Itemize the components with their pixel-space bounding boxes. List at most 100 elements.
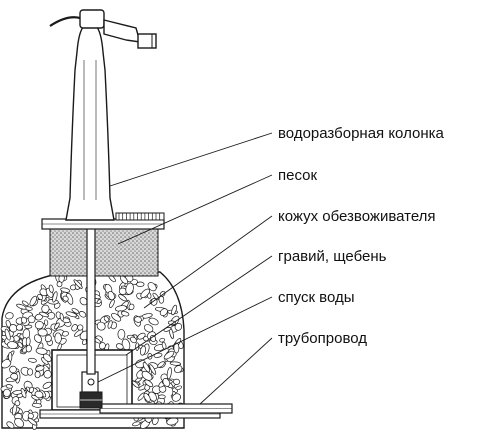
gravel-stone <box>166 367 172 380</box>
gravel-stone <box>143 324 154 333</box>
leader-line-casing <box>143 215 273 309</box>
gravel-stone <box>158 394 166 400</box>
gravel-stone <box>27 417 38 426</box>
gravel-stone <box>111 313 122 322</box>
gravel-stone <box>173 378 181 385</box>
gravel-stone <box>34 313 43 321</box>
gravel-stone <box>14 400 21 407</box>
gravel-mound <box>0 271 185 431</box>
gravel-stone <box>73 279 83 289</box>
label-casing: кожух обезвоживателя <box>278 208 436 225</box>
gravel-stone <box>56 281 63 288</box>
gravel-stones <box>0 273 185 431</box>
leader-line-sand <box>117 174 273 245</box>
gravel-stone <box>39 311 49 318</box>
gravel-stone <box>20 388 27 399</box>
drain-valve <box>79 371 103 409</box>
gravel-stone <box>20 316 28 324</box>
gravel-stone <box>147 282 157 292</box>
gravel-stone <box>136 281 145 287</box>
gravel-stone <box>103 316 110 322</box>
gravel-stone <box>142 362 151 373</box>
gravel-stone <box>173 342 180 354</box>
gravel-stone <box>27 357 37 363</box>
gravel-stone <box>27 315 36 324</box>
gravel-stone <box>6 341 19 349</box>
gravel-stone <box>115 343 124 350</box>
gravel-stone <box>140 288 151 298</box>
gravel-stone <box>74 329 84 337</box>
hydrant-column <box>49 9 157 221</box>
gravel-stone <box>16 303 27 310</box>
gravel-stone <box>128 303 135 311</box>
gravel-stone <box>14 418 25 428</box>
gravel-stone <box>5 384 13 389</box>
label-sand: песок <box>278 167 317 184</box>
leader-line-gravel <box>125 255 273 356</box>
leader-line-pipeline <box>199 337 273 405</box>
gravel-stone <box>34 390 44 399</box>
gravel-stone <box>62 295 69 302</box>
gravel-stone <box>3 388 11 398</box>
gravel-stone <box>174 365 183 374</box>
gravel-stone <box>27 368 34 376</box>
gravel-stone <box>71 324 78 332</box>
gravel-stone <box>162 377 171 387</box>
gravel-stone <box>174 322 183 331</box>
gravel-stone <box>109 299 115 308</box>
gravel-stone <box>44 334 52 343</box>
gravel-stone <box>27 412 34 419</box>
gravel-stone <box>59 312 64 322</box>
label-hydrant: водоразборная колонка <box>278 125 445 142</box>
gravel-stone <box>25 344 32 353</box>
gravel-stone <box>24 324 33 329</box>
gravel-stone <box>175 385 183 391</box>
gravel-stone <box>132 421 141 427</box>
gravel-stone <box>8 351 13 362</box>
gravel-stone <box>37 293 43 301</box>
gravel-stone <box>54 332 62 344</box>
gravel-stone <box>135 359 146 369</box>
gravel-stone <box>159 337 166 343</box>
gravel-stone <box>10 373 19 380</box>
gravel-stone <box>12 390 23 395</box>
gravel-stone <box>167 320 176 326</box>
gravel-stone <box>140 345 146 356</box>
leader-line-drain <box>97 296 273 383</box>
gravel-stone <box>118 294 127 302</box>
gravel-stone <box>134 316 142 323</box>
leader-lines <box>97 132 273 405</box>
gravel-stone <box>96 321 106 331</box>
labels: водоразборная колонка песок кожух обезво… <box>278 125 445 347</box>
gravel-stone <box>34 320 44 330</box>
gravel-stone <box>144 379 154 387</box>
gravel-stone <box>77 324 84 331</box>
gravel-stone <box>148 317 159 326</box>
gravel-stone <box>107 320 113 329</box>
drain-grate <box>118 213 161 220</box>
gravel-stone <box>54 322 60 330</box>
gravel-stone <box>37 328 48 337</box>
gravel-stone <box>9 365 17 374</box>
gravel-stone <box>15 323 23 331</box>
gravel-stone <box>65 311 78 318</box>
gravel-stone <box>125 282 134 295</box>
gravel-stone <box>17 341 23 348</box>
leader-line-hydrant <box>109 132 273 187</box>
gravel-stone <box>33 334 43 343</box>
gravel-stone <box>96 299 102 304</box>
gravel-stone <box>163 350 175 360</box>
gravel-stone <box>171 393 181 402</box>
gravel-stone <box>117 328 126 340</box>
gravel-stone <box>99 342 106 350</box>
riser-pipe <box>86 221 96 375</box>
gravel-stone <box>150 335 156 342</box>
gravel-stone <box>61 331 69 337</box>
gravel-stone <box>4 328 11 341</box>
gravel-stone <box>5 312 14 320</box>
gravel-stone <box>79 297 88 306</box>
label-pipeline: трубопровод <box>278 330 367 347</box>
gravel-stone <box>6 421 15 429</box>
gravel-stone <box>143 392 151 402</box>
